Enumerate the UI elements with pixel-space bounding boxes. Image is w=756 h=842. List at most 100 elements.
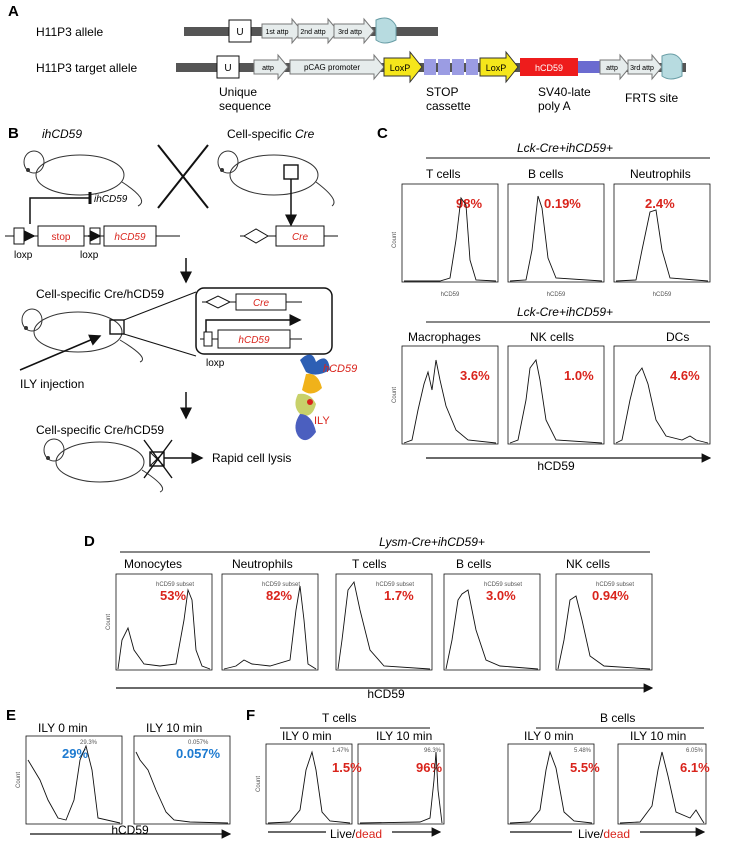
c-top-histogram-3 bbox=[615, 209, 709, 282]
cre-title: Cell-specific Cre bbox=[227, 127, 315, 141]
panel-letter-e: E bbox=[6, 707, 16, 724]
mid-title: Cell-specific Cre/hCD59 bbox=[36, 287, 164, 301]
inset-hcd59-label: hCD59 bbox=[238, 335, 270, 346]
sv40-line1: SV40-late bbox=[538, 85, 591, 99]
c-bottom-histogram-1 bbox=[403, 359, 497, 444]
c-bottom-pct-1: 3.6% bbox=[460, 368, 490, 383]
c-bottom-title-2: NK cells bbox=[530, 330, 574, 344]
f-gate-3: 5.48% bbox=[574, 748, 592, 754]
struct-ily-label: ILY bbox=[314, 415, 330, 427]
d-pct-2: 82% bbox=[266, 588, 292, 603]
ily-injection-label: ILY injection bbox=[20, 377, 84, 391]
f-title-3: ILY 0 min bbox=[524, 729, 574, 743]
f-title-1: ILY 0 min bbox=[282, 729, 332, 743]
e-gate-1: 29.3% bbox=[80, 740, 98, 746]
c-bottom-pct-2: 1.0% bbox=[564, 368, 594, 383]
f-histogram-4 bbox=[619, 751, 705, 824]
e-title-1: ILY 0 min bbox=[38, 721, 88, 735]
mouse-icon-2 bbox=[217, 150, 335, 207]
panel-letter-a: A bbox=[8, 3, 19, 20]
cre-box-label: Cre bbox=[292, 232, 309, 243]
d-gate-2: hCD59 subset bbox=[262, 582, 300, 588]
stop-cassette-line2: cassette bbox=[426, 99, 471, 113]
c-axis-label: hCD59 bbox=[537, 459, 575, 473]
e-ylabel: Count bbox=[16, 772, 22, 788]
target-u-box bbox=[216, 55, 240, 79]
e-gate-2: 0.057% bbox=[188, 740, 209, 746]
target-attp-arrow-r bbox=[599, 53, 631, 81]
f-pct-1: 1.5% bbox=[332, 760, 362, 775]
inset-cre-label: Cre bbox=[253, 298, 270, 309]
attp-3rd-label: 3rd attp bbox=[338, 29, 362, 36]
mouse-icon-3 bbox=[21, 308, 143, 363]
hcd59-block-label: hCD59 bbox=[535, 63, 563, 73]
c-bottom-title-1: Macrophages bbox=[408, 330, 481, 344]
panel-a: A H11P3 allele U 1st attp 2nd attp 3rd a… bbox=[8, 3, 686, 113]
e-axis-label: hCD59 bbox=[111, 823, 149, 837]
d-pct-3: 1.7% bbox=[384, 588, 414, 603]
c-bottom-frames bbox=[401, 345, 711, 445]
c-top-pct-2: 0.19% bbox=[544, 196, 581, 211]
c-xlabel-2: hCD59 bbox=[547, 292, 566, 298]
loxp-1 bbox=[383, 50, 423, 84]
f-title-2: ILY 10 min bbox=[376, 729, 432, 743]
h11p3-target-label: H11P3 target allele bbox=[36, 61, 138, 75]
c-group-title-bottom: Lck-Cre+ihCD59+ bbox=[517, 305, 613, 319]
f-pct-3: 5.5% bbox=[570, 760, 600, 775]
cre-construct bbox=[240, 225, 338, 247]
panel-e: E ILY 0 min ILY 10 min 29.3% 0.057% 29% … bbox=[6, 707, 232, 839]
c-bottom-histogram-3 bbox=[615, 367, 709, 444]
d-gate-3: hCD59 subset bbox=[376, 582, 414, 588]
d-histogram-5 bbox=[557, 595, 651, 670]
c-ylabel-2: Count bbox=[392, 387, 398, 403]
f-t-title: T cells bbox=[322, 711, 356, 725]
target-attp3-label: 3rd attp bbox=[630, 65, 654, 72]
panel-c: C Lck-Cre+ihCD59+ T cells B cells Neutro… bbox=[377, 125, 712, 473]
d-gate-1: hCD59 subset bbox=[156, 582, 194, 588]
promoter-arrow bbox=[289, 53, 385, 81]
f-histogram-2 bbox=[359, 751, 443, 824]
target-attp-arrow bbox=[253, 53, 289, 81]
ihcd59-title: ihCD59 bbox=[42, 127, 82, 141]
rapid-lysis-label: Rapid cell lysis bbox=[212, 451, 291, 465]
d-ylabel: Count bbox=[106, 614, 112, 630]
f-frames bbox=[265, 743, 707, 825]
c-top-frames bbox=[401, 183, 711, 283]
d-histogram-4 bbox=[445, 589, 539, 670]
f-b-axis-label: Live/dead bbox=[578, 827, 630, 841]
e-pct-1: 29% bbox=[62, 746, 88, 761]
e-frames bbox=[25, 735, 231, 825]
sv40-block bbox=[578, 61, 600, 73]
stop-block-4 bbox=[466, 59, 478, 75]
stop-box-label: stop bbox=[52, 232, 71, 243]
frts-site-label: FRTS site bbox=[625, 91, 678, 105]
stop-cassette-line1: STOP bbox=[426, 85, 458, 99]
allele-u-box bbox=[228, 19, 252, 43]
loxp-b-label: loxp bbox=[80, 250, 99, 261]
stop-block-3 bbox=[452, 59, 464, 75]
mouse-icon-4 bbox=[43, 438, 173, 493]
c-top-histogram-2 bbox=[509, 195, 603, 282]
e-title-2: ILY 10 min bbox=[146, 721, 202, 735]
c-top-title-1: T cells bbox=[426, 167, 460, 181]
stop-block-2 bbox=[438, 59, 450, 75]
loxp-2 bbox=[479, 50, 519, 84]
d-frames bbox=[115, 573, 653, 671]
c-top-title-3: Neutrophils bbox=[630, 167, 691, 181]
target-attp-label: attp bbox=[262, 65, 274, 72]
e-histogram-2 bbox=[135, 751, 229, 824]
f-gate-1: 1.47% bbox=[332, 748, 350, 754]
loxp-a-label: loxp bbox=[14, 250, 33, 261]
target-attp3-arrow bbox=[627, 53, 663, 81]
f-gate-4: 6.05% bbox=[686, 748, 704, 754]
zoom-line-bottom bbox=[123, 333, 197, 357]
f-histogram-1 bbox=[267, 750, 351, 824]
mouse-icon-1 bbox=[23, 150, 142, 207]
panel-letter-f: F bbox=[246, 707, 255, 724]
d-axis-label: hCD59 bbox=[367, 687, 405, 701]
d-histogram-1 bbox=[117, 588, 211, 670]
attp-1st-label: 1st attp bbox=[266, 29, 289, 36]
d-group-title: Lysm-Cre+ihCD59+ bbox=[379, 535, 485, 549]
struct-hcd59-label: hCD59 bbox=[323, 363, 357, 375]
d-histogram-2 bbox=[223, 585, 317, 670]
